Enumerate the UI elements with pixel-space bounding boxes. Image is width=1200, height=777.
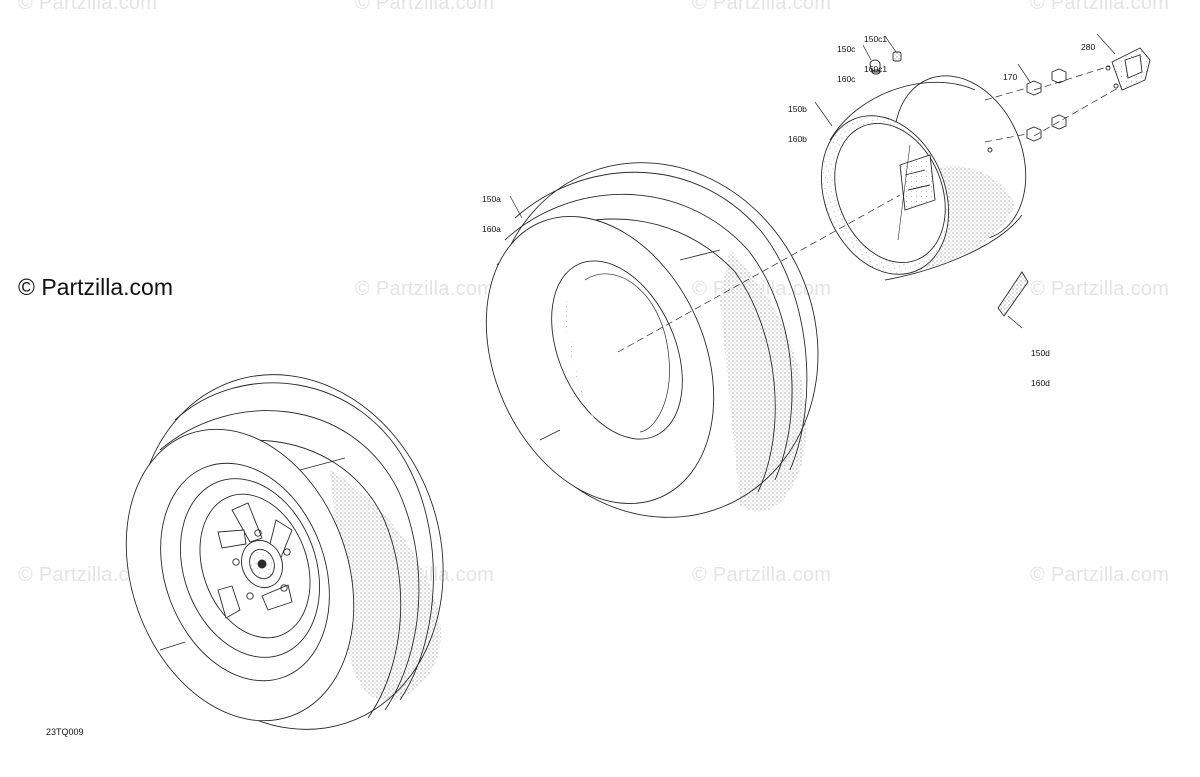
callout-rim-line2: 160b [788,134,807,144]
lug-nuts [1026,68,1067,142]
balance-weight [997,271,1029,317]
callout-balance-weight-line1: 150d [1031,348,1050,358]
callout-valve-stem-line1: 150c [837,44,856,54]
callout-hub-cap: 280 [1081,22,1095,62]
rim [821,75,1027,281]
tire [485,162,819,518]
callout-lug-nut-line1: 170 [1003,72,1018,82]
callout-tire-line1: 150a [482,194,501,204]
callout-valve-stem: 150c 160c [837,24,855,94]
leader-lines [509,33,1116,329]
watermark: © Partzilla.com [1030,564,1170,586]
watermark: © Partzilla.com [355,0,495,14]
valve-stem [869,59,881,75]
hub-cap [1105,47,1151,91]
watermark: © Partzilla.com [18,0,158,14]
callout-balance-weight: 150d 160d [1031,328,1050,398]
watermark: © Partzilla.com [1030,278,1170,300]
callout-rim: 150b 160b [788,84,807,154]
assembled-wheel [125,374,444,730]
callout-valve-cap-line2: 160c1 [864,64,888,74]
watermark: © Partzilla.com [1030,0,1170,14]
callout-tire-line2: 160a [482,224,501,234]
assembly-lines [617,65,1119,353]
watermark: © Partzilla.com [355,278,495,300]
callout-tire: 150a 160a [482,174,501,244]
watermark: © Partzilla.com [692,564,832,586]
callout-rim-line1: 150b [788,104,807,114]
callout-valve-stem-line2: 160c [837,74,856,84]
callout-valve-cap-line1: 150c1 [864,34,888,44]
watermark: © Partzilla.com [18,564,158,586]
valve-cap [892,51,902,62]
partzilla-watermark: © Partzilla.com [18,274,173,300]
callout-balance-weight-line2: 160d [1031,378,1050,388]
figure-id: 23TQ009 [46,727,84,737]
watermark: © Partzilla.com [692,0,832,14]
callout-valve-cap: 150c1 160c1 [864,14,887,84]
callout-lug-nut: 170 [1003,52,1017,92]
callout-hub-cap-line1: 280 [1081,42,1096,52]
